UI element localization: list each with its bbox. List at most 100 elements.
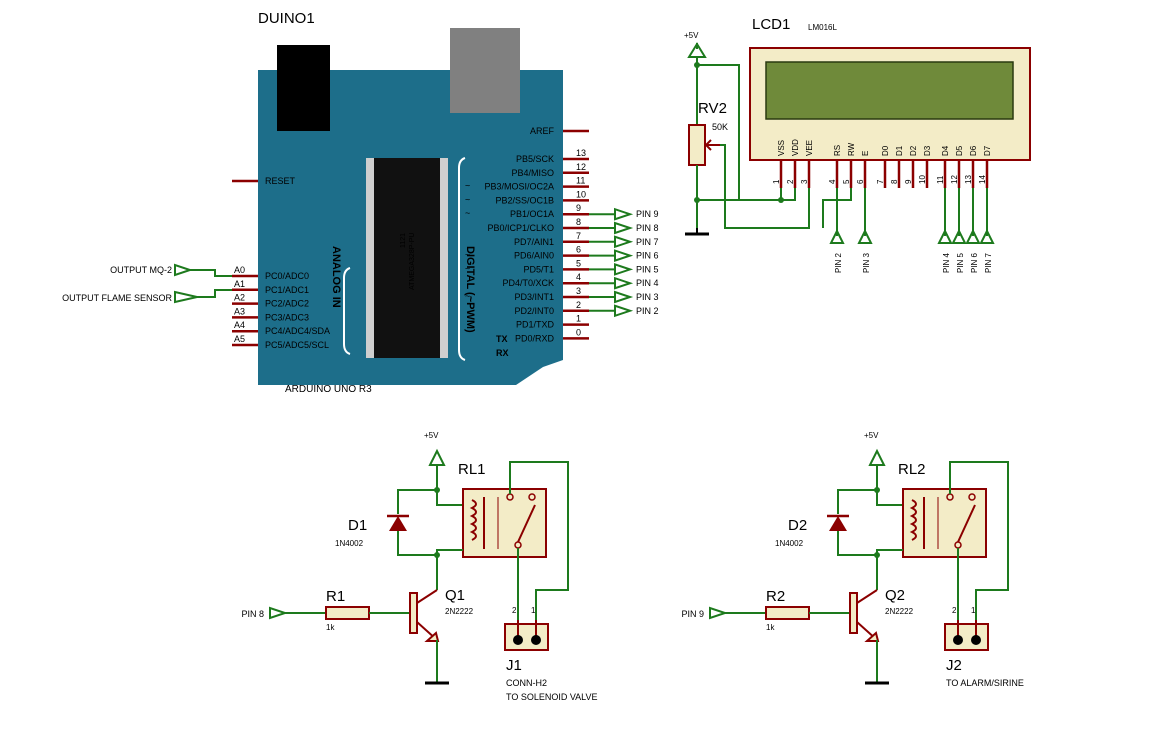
sensor-inputs: OUTPUT MQ-2 OUTPUT FLAME SENSOR — [62, 263, 232, 304]
usb-connector — [450, 28, 520, 113]
lcd-port-label: PIN 5 — [956, 252, 965, 273]
lcd-pin-name: D7 — [983, 145, 992, 156]
input-port-arrow — [269, 606, 289, 620]
junction — [874, 487, 880, 493]
digital-pin-num: 7 — [576, 231, 581, 241]
digital-pin-name: PD7/AIN1 — [514, 237, 554, 247]
pin-port-label: PIN 9 — [636, 209, 659, 219]
wire-vcc-coil — [876, 490, 903, 506]
junction — [874, 552, 880, 558]
pwm-tilde: ~ — [465, 208, 470, 218]
relay-contact-com — [514, 541, 522, 549]
resistor-name: R1 — [326, 588, 345, 605]
digital-pin-name: PB0/ICP1/CLKO — [487, 223, 554, 233]
lcd-pin-num: 5 — [842, 179, 851, 184]
rv2-name: RV2 — [698, 100, 727, 117]
lcd-module: LCD1 LM016L VSS1VDD2VEE3RS4RW5E6D07D18D2… — [749, 16, 1031, 188]
diode-body — [829, 516, 847, 531]
wire-contact-no — [949, 461, 1009, 620]
pin-port-arrow — [614, 249, 634, 262]
input-flame-label: OUTPUT FLAME SENSOR — [62, 293, 172, 303]
relay-coil — [469, 499, 477, 541]
analog-pin-name: PC0/ADC0 — [265, 271, 309, 281]
analog-pin-name: PC1/ADC1 — [265, 285, 309, 295]
chip-line-2: ATMEGA328P-PU — [409, 233, 416, 290]
atmega-chip — [374, 158, 440, 358]
lcd-pin-name: D6 — [969, 145, 978, 156]
input-mq2-port — [174, 263, 194, 277]
resistor-value: 1k — [766, 623, 775, 632]
digital-pin-name: PD5/T1 — [523, 264, 554, 274]
digital-pin-num: 3 — [576, 286, 581, 296]
relay-switch — [517, 504, 536, 543]
wire-vee — [720, 144, 810, 229]
wire-diode-collector — [397, 531, 437, 556]
vcc-label: +5V — [424, 431, 439, 440]
input-mq2-label: OUTPUT MQ-2 — [110, 265, 172, 275]
relay-contact-com — [954, 541, 962, 549]
wire-coil-collector — [436, 549, 463, 590]
input-label: PIN 9 — [681, 609, 704, 619]
power-jack — [277, 45, 330, 131]
resistor-name: R2 — [766, 588, 785, 605]
pwm-tilde: ~ — [465, 194, 470, 204]
digital-pin-name: PB5/SCK — [516, 154, 554, 164]
digital-pin-name: PB1/OC1A — [510, 209, 554, 219]
lcd-pin-num: 1 — [772, 179, 781, 184]
digital-pin-name: PD2/INT0 — [514, 306, 554, 316]
wire-diode-collector — [837, 531, 877, 556]
pwm-tilde: ~ — [465, 291, 470, 301]
pin-port-label: PIN 3 — [636, 292, 659, 302]
connector-hole — [531, 635, 541, 645]
connector-label: CONN-H2 — [506, 678, 547, 688]
lcd-pin-name: VEE — [805, 140, 814, 156]
diode-value: 1N4002 — [775, 539, 804, 548]
transistor-collector — [416, 589, 438, 604]
transistor-value: 2N2222 — [885, 607, 914, 616]
arduino-title: DUINO1 — [258, 10, 315, 27]
lcd-title: LCD1 — [752, 16, 790, 33]
relay-contact-nc — [506, 493, 514, 501]
reset-label: RESET — [265, 176, 296, 186]
rv2-value: 50K — [712, 122, 728, 132]
wire-vcc-coil — [436, 490, 463, 506]
lcd-port-arrow — [951, 228, 967, 244]
transistor-collector — [856, 589, 878, 604]
arduino-model: ARDUINO UNO R3 — [285, 384, 372, 395]
junction-vss — [694, 197, 700, 203]
analog-in-label: ANALOG IN — [330, 246, 342, 308]
connector-pin-num: 1 — [971, 606, 976, 615]
digital-pin-name: PB3/MOSI/OC2A — [484, 182, 554, 192]
input-port-arrow — [709, 606, 729, 620]
vcc-arrow — [868, 448, 886, 466]
resistor-value: 1k — [326, 623, 335, 632]
chip-line-1: 1121 — [400, 233, 407, 248]
input-label: PIN 8 — [241, 609, 264, 619]
lcd-pin-name: VDD — [791, 139, 800, 156]
wire-mq2 — [190, 269, 232, 277]
pin-port-label: PIN 2 — [636, 306, 659, 316]
digital-pin-num: 9 — [576, 203, 581, 213]
lcd-pin-num: 11 — [936, 175, 945, 184]
connector-name: J1 — [506, 657, 522, 674]
analog-pin-num: A2 — [234, 293, 245, 303]
lcd-pin-num: 3 — [800, 179, 809, 184]
rv2-body — [688, 124, 706, 166]
aref-label: AREF — [530, 126, 555, 136]
lcd-pin-num: 6 — [856, 179, 865, 184]
transistor-value: 2N2222 — [445, 607, 474, 616]
relay-switch — [957, 504, 976, 543]
pwm-tilde: ~ — [465, 181, 470, 191]
lcd-pin-name: D0 — [881, 145, 890, 156]
connector-body — [504, 623, 549, 651]
transistor-name: Q2 — [885, 587, 905, 604]
digital-pin-num: 2 — [576, 300, 581, 310]
analog-pin-num: A1 — [234, 279, 245, 289]
lcd-screen — [765, 61, 1014, 120]
lcd-pin-name: D4 — [941, 145, 950, 156]
analog-pin-num: A3 — [234, 306, 245, 316]
lcd-pin-name: D1 — [895, 145, 904, 156]
